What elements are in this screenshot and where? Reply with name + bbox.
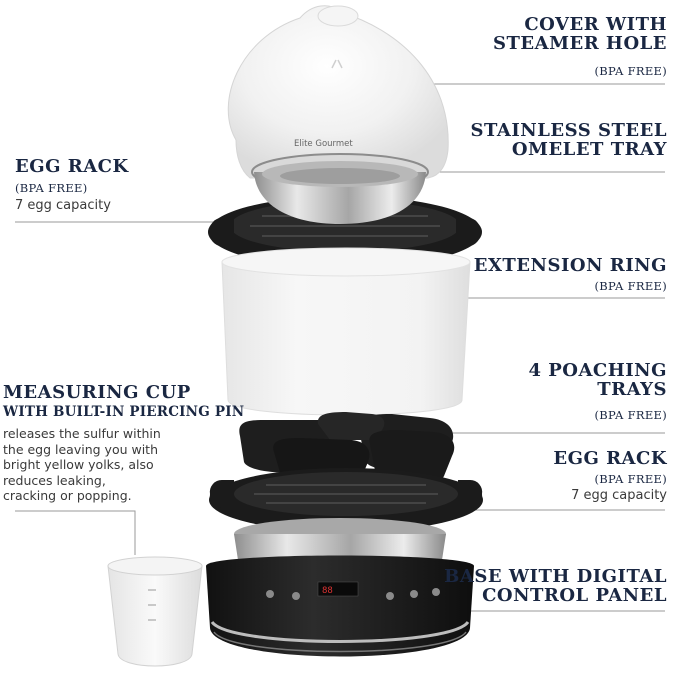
label-base-line2: CONTROL PANEL — [482, 584, 667, 606]
label-measuring-desc-line: cracking or popping. — [3, 488, 132, 503]
label-egg-rack-bottom-title: EGG RACK — [553, 448, 667, 469]
label-measuring-desc-line: reduces leaking, — [3, 472, 106, 488]
label-measuring-desc-line: bright yellow yolks, also — [3, 457, 154, 472]
label-measuring-line2: WITH BUILT-IN PIERCING PIN — [3, 403, 245, 420]
label-poaching-line1: 4 POACHING — [528, 360, 667, 381]
label-measuring: MEASURING CUP WITH BUILT-IN PIERCING PIN — [3, 382, 245, 420]
label-base-line1: BASE WITH DIGITAL — [444, 566, 667, 587]
label-poaching: 4 POACHING TRAYS — [528, 360, 667, 400]
label-cover: COVER WITH STEAMER HOLE — [492, 14, 667, 54]
measuring-cup — [107, 556, 203, 667]
label-extension-sub: (BPA FREE) — [594, 279, 667, 293]
label-cover-sub: (BPA FREE) — [594, 64, 667, 78]
label-egg-rack-top-sub: (BPA FREE) — [15, 181, 88, 195]
label-poaching-sub: (BPA FREE) — [594, 408, 667, 422]
label-cover-line1: COVER WITH — [524, 14, 667, 35]
label-omelet: STAINLESS STEEL OMELET TRAY — [470, 120, 667, 160]
egg-rack-bottom — [209, 468, 483, 532]
label-extension-title: EXTENSION RING — [473, 255, 667, 276]
brand-logo-text: Elite Gourmet — [294, 139, 353, 149]
label-measuring-desc-line: the egg leaving you with — [3, 441, 159, 457]
cover-dome: Elite Gourmet — [227, 5, 449, 179]
base-unit: 88 — [206, 518, 474, 657]
label-measuring-line1: MEASURING CUP — [3, 382, 191, 403]
label-base: BASE WITH DIGITAL CONTROL PANEL — [444, 566, 667, 606]
omelet-tray — [251, 153, 429, 224]
label-cover-line2: STEAMER HOLE — [492, 32, 667, 54]
label-measuring-desc-line: releases the sulfur within — [3, 426, 161, 441]
leader-measuring-cup — [15, 510, 136, 555]
label-poaching-line2: TRAYS — [597, 378, 667, 400]
label-egg-rack-bottom-desc: 7 egg capacity — [571, 488, 667, 503]
label-egg-rack-top-desc: 7 egg capacity — [15, 198, 111, 213]
label-measuring-desc: releases the sulfur within the egg leavi… — [3, 426, 161, 504]
label-egg-rack-bottom-sub: (BPA FREE) — [594, 472, 667, 486]
label-omelet-line1: STAINLESS STEEL — [470, 120, 667, 141]
label-omelet-line2: OMELET TRAY — [511, 138, 667, 160]
extension-ring — [221, 247, 471, 416]
label-egg-rack-top-title: EGG RACK — [15, 156, 129, 177]
svg-text:88: 88 — [322, 586, 333, 596]
